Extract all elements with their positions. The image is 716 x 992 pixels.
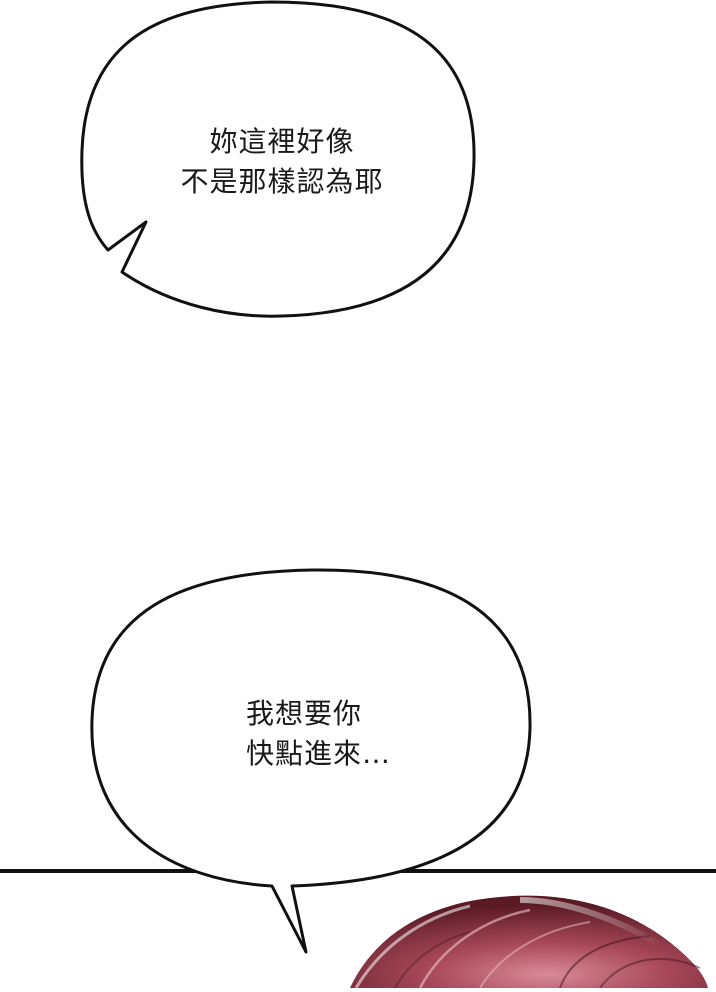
speech-line: 我想要你 — [246, 697, 363, 730]
speech-text-bottom: 我想要你 快點進來… — [246, 694, 426, 774]
speech-bubble-top — [80, 0, 476, 318]
speech-bubble-bottom — [90, 568, 532, 954]
speech-line: 妳這裡好像 — [209, 125, 355, 158]
speech-line: 不是那樣認為耶 — [180, 165, 384, 198]
character-hair-illustration — [350, 895, 708, 989]
speech-text-top: 妳這裡好像 不是那樣認為耶 — [162, 122, 402, 202]
speech-line: 快點進來… — [246, 737, 392, 770]
